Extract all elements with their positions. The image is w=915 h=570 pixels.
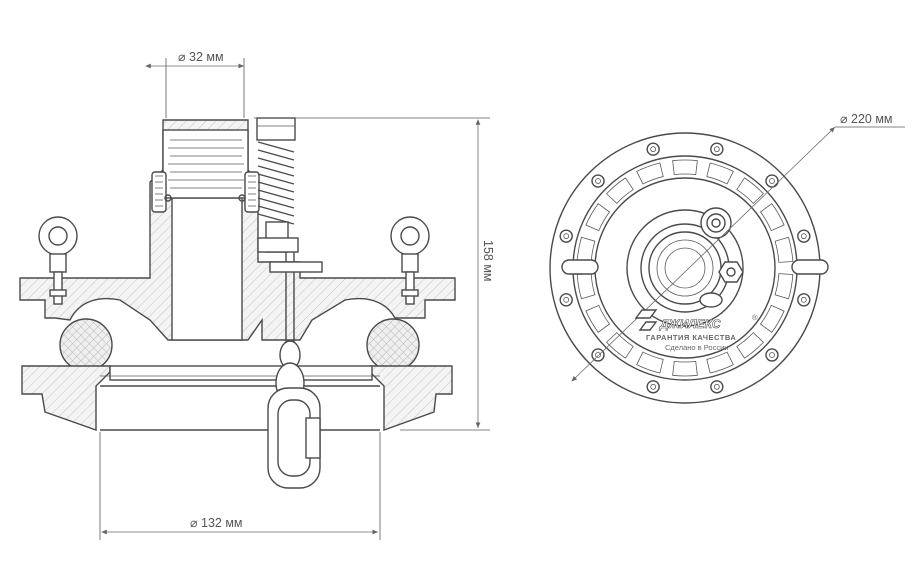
right-gasket [366,318,420,372]
right-eye-bolt [390,216,430,305]
lower-ring-center [109,365,373,381]
bore [171,197,243,341]
side-lug-right [791,259,829,275]
bolt-hole [559,229,573,243]
pipe-diameter-label: ⌀ 32 мм [178,50,224,64]
bolt-center [563,233,570,240]
brand-origin: Сделано в России [665,343,728,352]
height-dimension: 158 мм [254,117,495,431]
cable-gland [700,207,732,239]
bolt-hole [646,380,660,394]
pipe-diameter-dimension: ⌀ 32 мм [145,50,245,118]
height-label: 158 мм [481,240,495,282]
brand-name: ДЖИЛЕКС [659,317,721,331]
lower-ring-right [369,365,453,431]
top-plan-view: ⌀ 220 мм ДЖИЛЕКС ® ГАРАНТИЯ КАЧЕСТВА Сде… [549,112,905,404]
brand-slogan: ГАРАНТИЯ КАЧЕСТВА [646,333,736,342]
side-lug-left [561,259,599,275]
left-eye-bolt [38,216,78,305]
side-section-view: ⌀ 32 мм [19,50,495,540]
bolt-hole [710,142,724,156]
bolt-hole [797,293,811,307]
bolt-hole [710,380,724,394]
left-gasket [59,318,113,372]
bolt-hole [646,142,660,156]
hex-nut [718,261,744,283]
bolt-hole [591,174,605,188]
bolt-hole [797,229,811,243]
bolt-center [650,383,657,390]
bolt-hole [591,348,605,362]
lower-ring-left [21,365,111,431]
brand-trademark: ® [752,313,758,322]
base-diameter-dimension: ⌀ 132 мм [99,432,381,540]
clip [699,292,723,308]
thread-insert [151,129,260,213]
bolt-center [713,383,720,390]
bolt-hole [765,174,779,188]
base-diameter-label: ⌀ 132 мм [190,516,243,530]
outer-diameter-label: ⌀ 220 мм [840,112,893,126]
bolt-hole [765,348,779,362]
chain-carabiner [267,340,321,489]
bolt-center [563,296,570,303]
brand-plate: ДЖИЛЕКС ® ГАРАНТИЯ КАЧЕСТВА Сделано в Ро… [634,309,758,352]
outer-diameter-dimension: ⌀ 220 мм [571,112,905,382]
bolt-hole [559,293,573,307]
spring-assembly [256,117,323,350]
